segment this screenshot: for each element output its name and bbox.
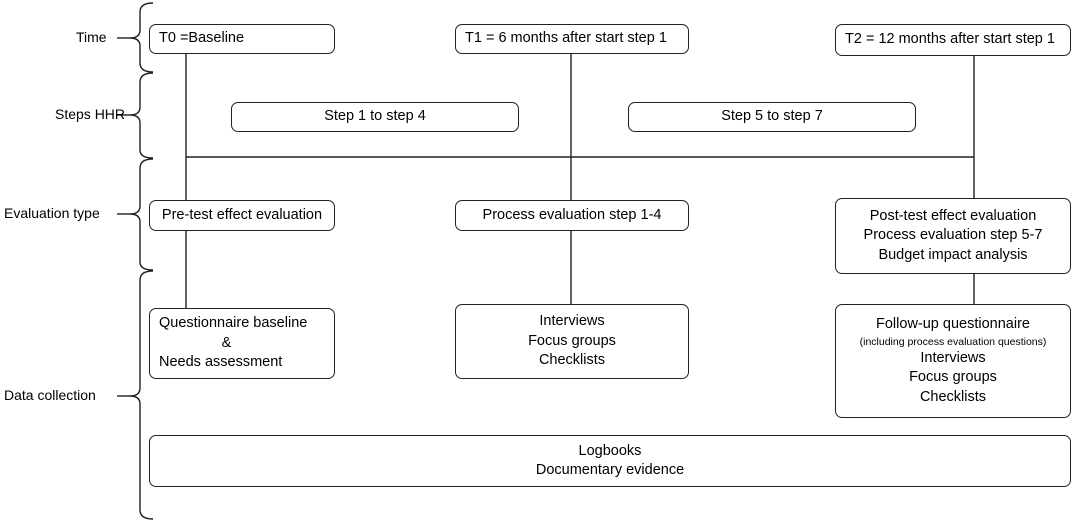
phase-label-steps: Steps HHR	[55, 106, 126, 122]
data-t2-line-1: Follow-up questionnaire	[876, 316, 1030, 332]
data-t1-line-3: Checklists	[538, 352, 606, 369]
data-logbooks-line-1: Logbooks	[578, 442, 642, 459]
data-baseline-line-3: Needs assessment	[159, 354, 283, 371]
time-box-t2-text: T2 = 12 months after start step 1	[845, 31, 1055, 48]
data-box-baseline: Questionnaire baseline & Needs assessmen…	[149, 308, 335, 379]
eval-process-1-4-text: Process evaluation step 1-4	[482, 206, 662, 223]
data-box-logbooks: Logbooks Documentary evidence	[149, 435, 1071, 487]
phase-label-data: Data collection	[4, 387, 96, 403]
data-t2-line-5: Checklists	[919, 388, 987, 405]
data-baseline-line-1: Questionnaire baseline	[159, 315, 308, 332]
steps-box-1-4: Step 1 to step 4	[231, 102, 519, 132]
eval-box-post-test: Post-test effect evaluation Process eval…	[835, 198, 1071, 274]
eval-box-process-1-4: Process evaluation step 1-4	[455, 200, 689, 231]
data-box-t1: Interviews Focus groups Checklists	[455, 304, 689, 379]
steps-box-5-7-text: Step 5 to step 7	[721, 108, 823, 125]
data-t2-line-4: Focus groups	[909, 369, 997, 385]
data-t2-line-2: (including process evaluation questions)	[859, 335, 1047, 348]
time-box-t1: T1 = 6 months after start step 1	[455, 24, 689, 54]
data-baseline-line-2: &	[221, 334, 232, 351]
eval-box-pre-test: Pre-test effect evaluation	[149, 200, 335, 231]
steps-box-1-4-text: Step 1 to step 4	[324, 108, 426, 125]
eval-post-line-3: Budget impact analysis	[878, 246, 1028, 263]
data-box-t2: Follow-up questionnaire (including proce…	[835, 304, 1071, 418]
data-logbooks-line-2: Documentary evidence	[535, 462, 685, 478]
eval-pre-test-text: Pre-test effect evaluation	[161, 206, 323, 223]
steps-box-5-7: Step 5 to step 7	[628, 102, 916, 132]
phase-label-evaluation: Evaluation type	[4, 205, 100, 221]
data-t1-line-2: Focus groups	[528, 332, 616, 349]
time-box-t1-text: T1 = 6 months after start step 1	[465, 30, 667, 47]
time-box-t0: T0 =Baseline	[149, 24, 335, 54]
data-t1-line-1: Interviews	[539, 313, 605, 330]
data-t2-line-3: Interviews	[920, 349, 986, 366]
phase-label-time: Time	[76, 29, 107, 45]
time-box-t0-text: T0 =Baseline	[159, 30, 245, 47]
steps-brace	[129, 72, 154, 159]
eval-post-line-1: Post-test effect evaluation	[869, 207, 1037, 224]
eval-post-line-2: Process evaluation step 5-7	[863, 227, 1043, 244]
time-box-t2: T2 = 12 months after start step 1	[835, 24, 1071, 56]
